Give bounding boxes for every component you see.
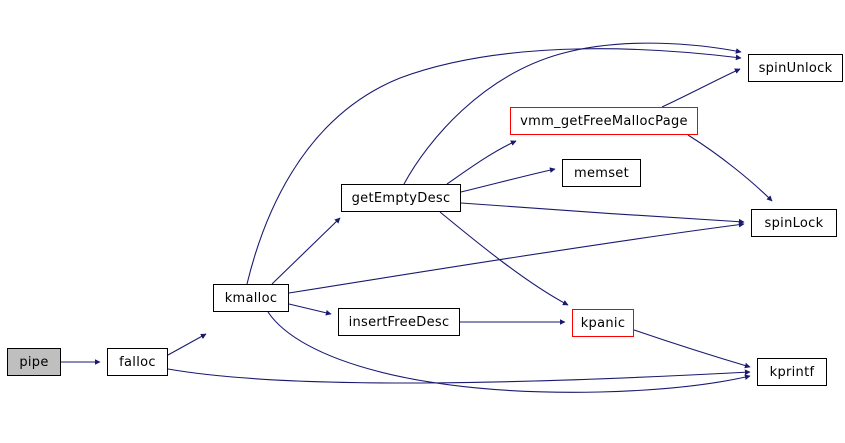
graph-node-kpanic[interactable]: kpanic: [572, 309, 634, 337]
graph-node-memset[interactable]: memset: [562, 159, 641, 187]
graph-node-label-spinUnlock: spinUnlock: [758, 60, 833, 76]
edge-getEmptyDesc-to-kpanic: [439, 211, 569, 306]
edge-falloc-to-kmalloc: [167, 333, 207, 356]
edge-vmm_getFreeMallocPage-to-spinLock: [687, 134, 773, 202]
graph-node-vmm_getFreeMallocPage[interactable]: vmm_getFreeMallocPage: [510, 107, 698, 135]
graph-node-label-kprintf: kprintf: [769, 364, 815, 380]
edge-getEmptyDesc-to-spinLock: [460, 202, 745, 225]
graph-node-kmalloc[interactable]: kmalloc: [213, 284, 289, 312]
graph-node-label-pipe: pipe: [19, 354, 49, 370]
graph-node-label-kpanic: kpanic: [580, 315, 626, 331]
edge-kmalloc-to-kprintf: [267, 311, 751, 393]
edge-kmalloc-to-insertFreeDesc: [288, 303, 332, 316]
graph-node-label-falloc: falloc: [119, 354, 156, 370]
graph-node-label-spinLock: spinLock: [764, 215, 824, 231]
graph-node-label-vmm_getFreeMallocPage: vmm_getFreeMallocPage: [520, 113, 688, 129]
graph-node-label-getEmptyDesc: getEmptyDesc: [351, 190, 451, 206]
graph-node-insertFreeDesc[interactable]: insertFreeDesc: [338, 308, 460, 336]
graph-node-pipe[interactable]: pipe: [7, 348, 61, 376]
edge-getEmptyDesc-to-spinUnlock: [403, 42, 742, 185]
edge-kmalloc-to-spinLock: [288, 221, 745, 294]
graph-node-spinLock[interactable]: spinLock: [751, 209, 837, 237]
graph-node-label-insertFreeDesc: insertFreeDesc: [348, 314, 450, 330]
edge-falloc-to-kprintf: [167, 368, 751, 384]
graph-node-spinUnlock[interactable]: spinUnlock: [748, 54, 843, 82]
edge-kmalloc-to-getEmptyDesc: [271, 217, 341, 285]
graph-node-kprintf[interactable]: kprintf: [757, 358, 827, 386]
graph-node-falloc[interactable]: falloc: [107, 348, 168, 376]
graph-node-label-memset: memset: [574, 165, 629, 181]
graph-node-label-kmalloc: kmalloc: [224, 290, 278, 306]
edge-kmalloc-to-spinUnlock: [246, 48, 742, 285]
edge-getEmptyDesc-to-vmm_getFreeMallocPage: [446, 140, 517, 185]
edge-getEmptyDesc-to-memset: [460, 167, 556, 193]
edge-kpanic-to-kprintf: [633, 329, 751, 369]
graph-node-getEmptyDesc[interactable]: getEmptyDesc: [341, 184, 461, 212]
edge-vmm_getFreeMallocPage-to-spinUnlock: [661, 68, 741, 108]
